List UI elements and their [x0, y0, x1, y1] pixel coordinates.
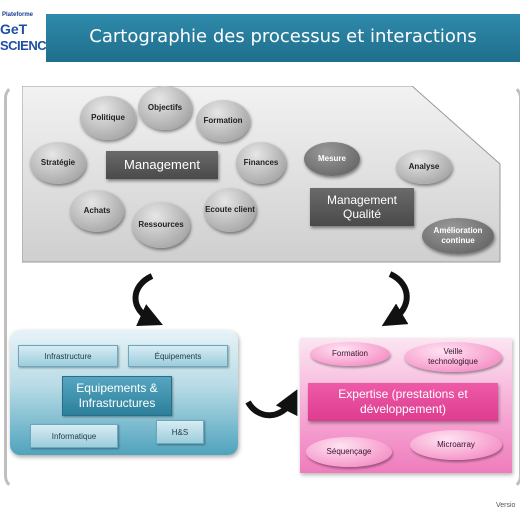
politique-label: Politique [91, 113, 125, 123]
infrastructure-node: Infrastructure [18, 345, 118, 367]
amelioration-continue-node: Amélioration continue [422, 218, 494, 254]
logo-line-2: GeT [0, 21, 28, 37]
microarray-node: Microarray [410, 430, 502, 460]
expertise-box: Expertise (prestations et développement) [308, 383, 498, 421]
hs-node: H&S [156, 420, 204, 444]
formation-node: Formation [196, 100, 250, 142]
logo-line-1: Plateforme [2, 12, 34, 18]
arrow-up-left-icon [132, 273, 163, 326]
finances-node: Finances [236, 142, 286, 184]
veille-technologique-label: Veille technologique [428, 347, 478, 366]
microarray-label: Microarray [437, 440, 475, 450]
politique-node: Politique [80, 96, 136, 140]
hs-label: H&S [171, 427, 189, 437]
analyse-node: Analyse [396, 150, 452, 184]
sequencage-node: Séquençage [306, 437, 392, 467]
ressources-node: Ressources [132, 202, 190, 248]
achats-label: Achats [83, 206, 111, 216]
equipements-infrastructures-label: Equipements & Infrastructures [76, 381, 158, 410]
objectifs-label: Objectifs [147, 103, 183, 113]
equipements-node: Équipements [128, 345, 228, 367]
management-box: Management [106, 151, 218, 179]
informatique-node: Informatique [30, 424, 118, 448]
arrow-horizontal-icon [245, 389, 298, 419]
strategie-label: Stratégie [40, 158, 76, 168]
title-bar: Cartographie des processus et interactio… [46, 14, 520, 62]
expertise-label: Expertise (prestations et développement) [338, 387, 468, 416]
version-label: Versio [496, 502, 516, 509]
analyse-label: Analyse [408, 162, 440, 172]
finances-label: Finances [243, 158, 279, 168]
objectifs-node: Objectifs [138, 86, 192, 130]
arrow-infrastructure-expertise [245, 389, 298, 419]
formation-label: Formation [203, 116, 243, 126]
arrow-management-expertise [381, 271, 410, 327]
informatique-label: Informatique [51, 431, 97, 441]
equipements-label: Équipements [154, 351, 202, 361]
ressources-label: Ressources [138, 220, 184, 230]
strategie-node: Stratégie [30, 142, 86, 184]
management-label: Management [124, 157, 200, 173]
sequencage-label: Séquençage [326, 447, 372, 457]
management-qualite-label: Management Qualité [326, 192, 398, 221]
formation-expertise-label: Formation [331, 349, 368, 359]
achats-node: Achats [70, 190, 124, 232]
mesure-label: Mesure [317, 154, 346, 164]
arrow-infrastructure-management [132, 273, 163, 326]
management-qualite-box: Management Qualité [310, 188, 414, 226]
page-title: Cartographie des processus et interactio… [89, 26, 477, 47]
ecoute-client-label: Ecoute client [205, 205, 255, 215]
mesure-node: Mesure [304, 142, 360, 176]
ecoute-client-node: Ecoute client [204, 188, 256, 232]
equipements-infrastructures-box: Equipements & Infrastructures [62, 376, 172, 416]
arrow-down-right-icon [381, 271, 410, 327]
veille-technologique-node: Veille technologique [404, 342, 502, 372]
amelioration-continue-label: Amélioration continue [433, 226, 483, 245]
infrastructure-label: Infrastructure [44, 351, 92, 361]
formation-expertise-node: Formation [310, 342, 390, 366]
